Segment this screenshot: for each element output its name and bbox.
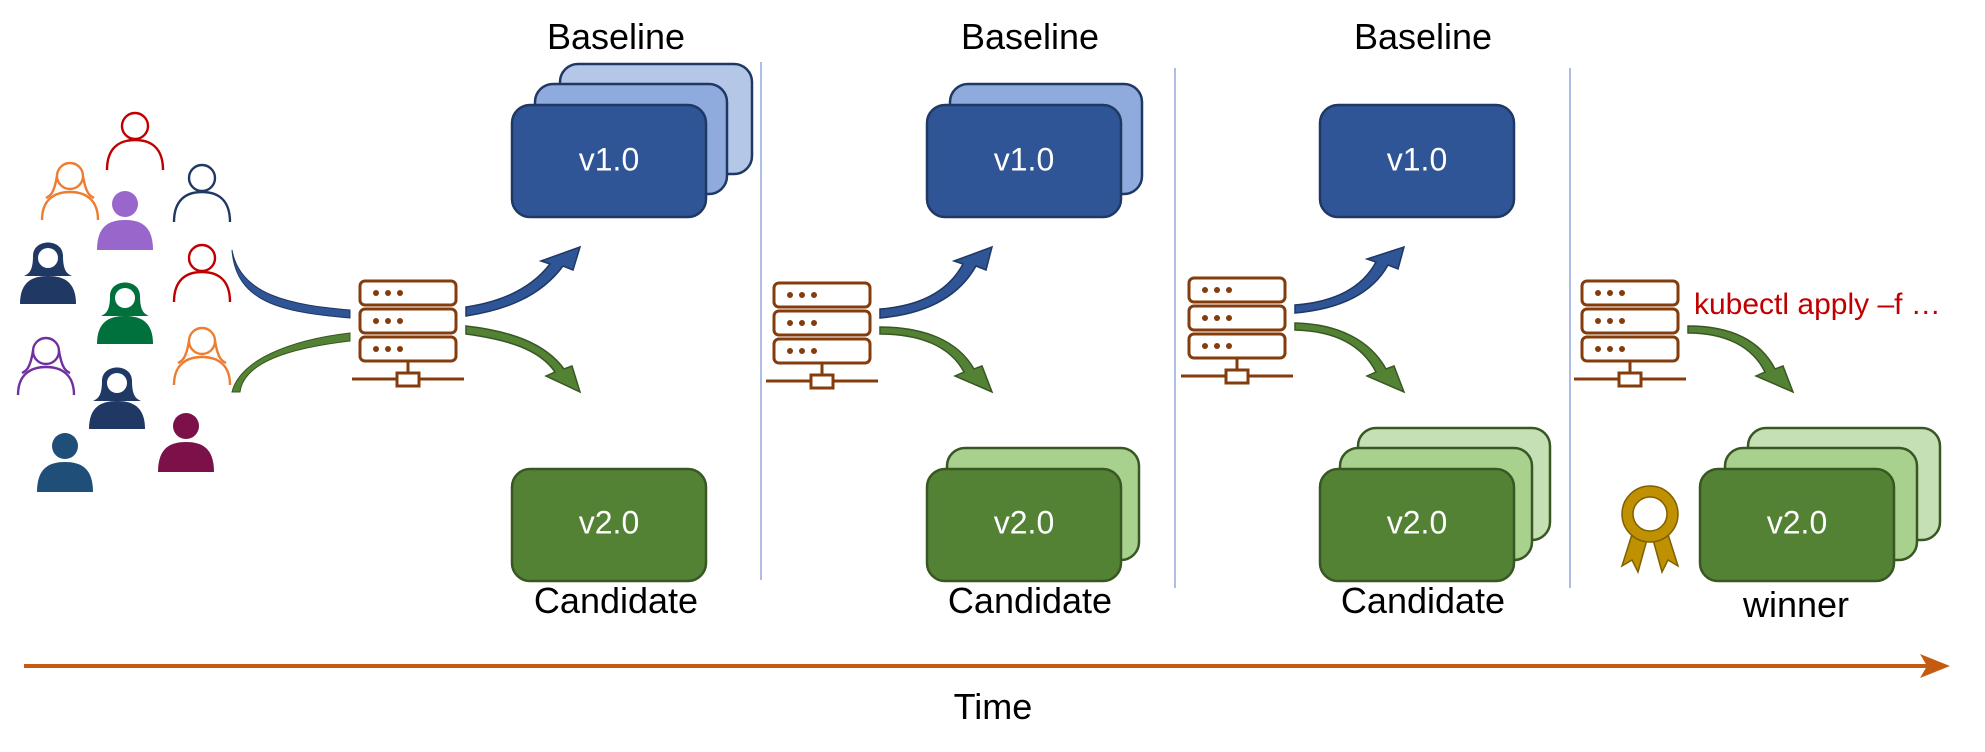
users-group — [16, 111, 232, 492]
server-icon — [1572, 279, 1688, 388]
arrow-to-candidate — [465, 325, 582, 394]
arrow-to-candidate — [879, 326, 994, 394]
baseline-stack: v1.0 — [510, 62, 754, 219]
baseline-stack: v1.0 — [925, 82, 1144, 219]
timeline-label: Time — [953, 686, 1033, 727]
candidate-stack: v2.0 — [510, 467, 708, 583]
candidate-traffic-arrow — [231, 332, 351, 393]
baseline-version: v1.0 — [994, 141, 1054, 177]
baseline-version: v1.0 — [579, 141, 639, 177]
baseline-label: Baseline — [546, 16, 686, 57]
server-icon — [1179, 276, 1295, 385]
baseline-version: v1.0 — [1387, 141, 1447, 177]
arrow-to-baseline — [465, 245, 582, 317]
candidate-stack: v2.0 — [1318, 426, 1552, 583]
stage-1: v1.0 v2.0 — [350, 62, 754, 583]
winner-stack: v2.0 — [1698, 426, 1942, 583]
user-icon — [105, 111, 165, 172]
candidate-label: Candidate — [533, 580, 699, 621]
user-icon — [89, 367, 145, 429]
kubectl-command: kubectl apply –f … — [1694, 288, 1941, 321]
server-icon — [350, 279, 466, 388]
winner-label: winner — [1742, 584, 1850, 625]
award-icon — [1620, 485, 1680, 575]
user-icon — [97, 191, 153, 250]
timeline-arrowhead — [1920, 654, 1950, 678]
server-icon — [764, 281, 880, 390]
candidate-version: v2.0 — [1387, 504, 1447, 540]
candidate-stack: v2.0 — [925, 446, 1141, 583]
user-icon — [97, 282, 153, 344]
baseline-traffic-arrow — [231, 249, 351, 319]
user-icon — [20, 242, 76, 304]
user-icon — [172, 243, 232, 304]
user-icon — [158, 413, 214, 472]
baseline-stack: v1.0 — [1318, 103, 1516, 219]
candidate-version: v2.0 — [579, 504, 639, 540]
stage-2: v1.0 v2.0 — [764, 82, 1144, 583]
user-icon — [37, 433, 93, 492]
arrow-to-winner — [1687, 325, 1795, 394]
baseline-label: Baseline — [1353, 16, 1493, 57]
candidate-version: v2.0 — [994, 504, 1054, 540]
user-icon — [172, 163, 232, 224]
candidate-label: Candidate — [947, 580, 1113, 621]
user-icon — [172, 326, 232, 387]
winner-version: v2.0 — [1767, 504, 1827, 540]
arrow-to-candidate — [1294, 322, 1406, 394]
arrow-to-baseline — [1294, 245, 1406, 314]
arrow-to-baseline — [879, 245, 994, 319]
stage-3: v1.0 v2.0 — [1179, 103, 1552, 583]
candidate-label: Candidate — [1340, 580, 1506, 621]
user-icon — [40, 161, 100, 222]
stage-4: v2.0 — [1572, 279, 1942, 583]
baseline-label: Baseline — [960, 16, 1100, 57]
user-icon — [16, 336, 76, 397]
